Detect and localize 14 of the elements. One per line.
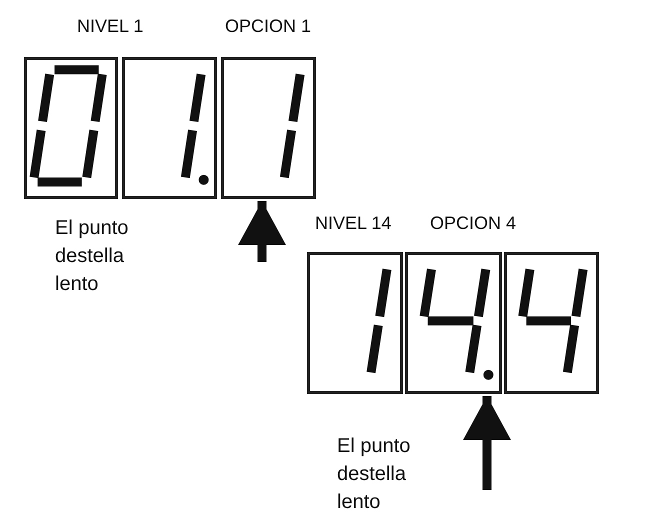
arrow: [238, 201, 286, 262]
note-text: El punto destella lento: [55, 216, 130, 297]
display-label: OPCION 1: [225, 16, 312, 37]
digit-display-box: [24, 57, 118, 199]
digit-display-box: [307, 252, 403, 394]
display-label: OPCION 4: [430, 213, 516, 234]
display-label: NIVEL 14: [315, 213, 392, 234]
digit-display-box: [405, 252, 502, 394]
display-label: NIVEL 1: [77, 16, 144, 37]
note-text: El punto destella lento: [337, 434, 412, 513]
digit-display-box: [221, 57, 316, 199]
arrow: [463, 396, 511, 490]
digit-display-box: [122, 57, 217, 199]
digit-display-box: [504, 252, 599, 394]
